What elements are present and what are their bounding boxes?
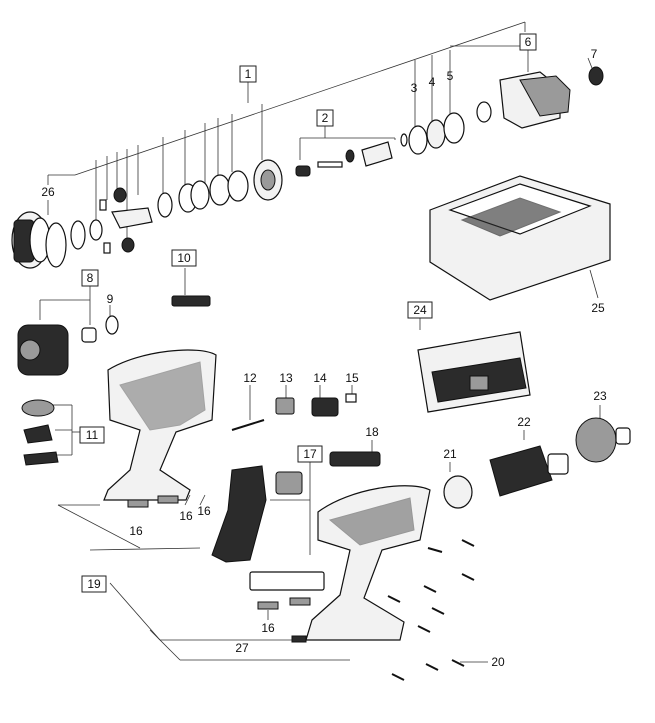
shaft-pin (317, 161, 343, 168)
planet-carrier (111, 207, 153, 229)
svg-text:19: 19 (87, 577, 101, 591)
right-angle-chuck-23 (575, 417, 631, 463)
callout-9: 9 (107, 292, 114, 306)
ring-9 (105, 315, 119, 335)
callout-26: 26 (41, 185, 55, 199)
ring-5 (443, 112, 465, 144)
washer-3 (408, 125, 428, 155)
clip-13 (275, 397, 295, 415)
callout-13: 13 (279, 371, 293, 385)
clip (400, 133, 408, 147)
drill-chuck-22 (489, 445, 569, 497)
callout-16-c: 16 (129, 524, 143, 538)
ring (157, 192, 173, 218)
callout-5: 5 (447, 69, 454, 83)
washer (209, 174, 231, 206)
svg-text:8: 8 (87, 271, 94, 285)
planet-gear (113, 187, 127, 203)
spring-15 (345, 393, 357, 403)
svg-text:11: 11 (86, 428, 99, 442)
callout-14: 14 (313, 371, 327, 385)
gearbox-parts-row (11, 66, 604, 269)
svg-text:24: 24 (413, 303, 427, 317)
callout-16-a: 16 (179, 509, 193, 523)
callout-2: 2 (316, 109, 334, 127)
bushing-9 (81, 327, 97, 343)
callout-labels: 1 2 3 4 5 6 7 8 9 10 11 12 13 14 15 16 (41, 33, 607, 669)
lock-14 (311, 397, 339, 417)
callout-3: 3 (411, 81, 418, 95)
svg-text:17: 17 (303, 447, 317, 461)
pads (127, 495, 311, 610)
motor (17, 315, 119, 376)
chuck-adapter-21 (443, 475, 473, 509)
callout-20: 20 (491, 655, 505, 669)
housing-left-half (103, 349, 217, 501)
callout-1: 1 (239, 65, 257, 83)
callout-18: 18 (365, 425, 379, 439)
pin (103, 242, 111, 254)
part-27 (291, 635, 307, 643)
callout-8: 8 (81, 269, 99, 287)
svg-text:2: 2 (322, 111, 329, 125)
svg-text:10: 10 (177, 251, 191, 265)
svg-text:6: 6 (525, 35, 532, 49)
callout-19: 19 (81, 575, 107, 593)
electronics-module (211, 465, 325, 591)
callout-4: 4 (429, 75, 436, 89)
callout-27: 27 (235, 641, 249, 655)
bearing-4 (426, 119, 446, 149)
callout-23: 23 (593, 389, 607, 403)
spring (295, 165, 311, 177)
leader-lines (39, 21, 601, 663)
clutch-cup (253, 159, 283, 201)
callout-22: 22 (517, 415, 531, 429)
callout-17: 17 (297, 445, 323, 463)
housing-right-half (305, 485, 431, 641)
clutch-collar (476, 71, 571, 129)
callout-6: 6 (519, 33, 537, 51)
callout-25: 25 (591, 301, 605, 315)
callout-7: 7 (591, 47, 598, 61)
screws (387, 539, 475, 681)
planet-gear (121, 237, 135, 253)
switch-lever (171, 295, 211, 307)
battery-pack (417, 331, 531, 413)
washer (89, 219, 103, 241)
o-ring (45, 222, 67, 268)
shaft-12 (231, 419, 265, 431)
callout-16-d: 16 (261, 621, 275, 635)
selector-parts (21, 399, 59, 466)
o-ring-7 (588, 66, 604, 86)
spindle (361, 141, 393, 167)
svg-text:1: 1 (245, 67, 252, 81)
callout-10: 10 (171, 249, 197, 267)
ring-gear (190, 180, 210, 210)
callout-12: 12 (243, 371, 257, 385)
charger (429, 175, 611, 301)
callout-24: 24 (407, 301, 433, 319)
pin (99, 199, 107, 211)
gearbox-housing (11, 211, 51, 269)
cover-18 (329, 451, 381, 467)
callout-15: 15 (345, 371, 359, 385)
callout-21: 21 (443, 447, 457, 461)
spring (345, 149, 355, 163)
washer (70, 220, 86, 250)
callout-16-b: 16 (197, 504, 211, 518)
callout-11: 11 (79, 426, 105, 444)
ring-gear (227, 170, 249, 202)
